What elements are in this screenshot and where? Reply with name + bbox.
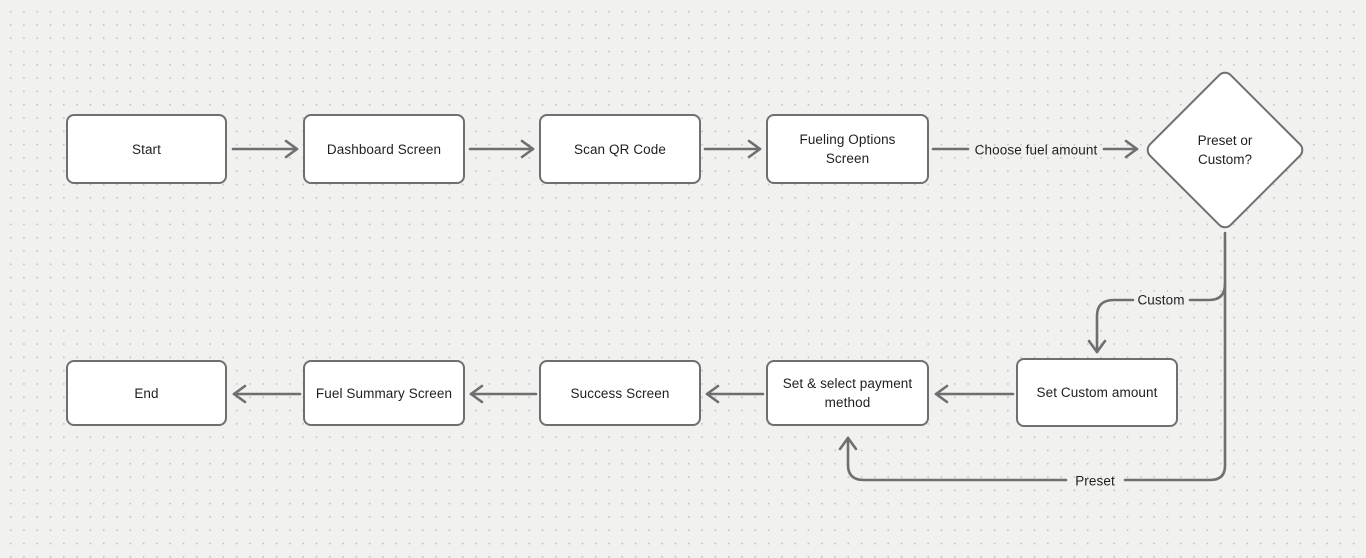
node-scan-qr-code[interactable]: Scan QR Code [539, 114, 701, 184]
node-set-custom-amount[interactable]: Set Custom amount [1016, 358, 1178, 427]
node-end[interactable]: End [66, 360, 227, 426]
node-dashboard-screen-label: Dashboard Screen [326, 141, 442, 157]
edge-label-custom: Custom [1137, 292, 1185, 308]
node-dashboard-screen[interactable]: Dashboard Screen [303, 114, 465, 184]
node-set-select-payment-method[interactable]: Set & select payment method [766, 360, 929, 426]
edge-label-preset: Preset [1075, 473, 1115, 489]
node-fueling-options-screen[interactable]: Fueling Options Screen [766, 114, 929, 184]
node-set-custom-amount-label: Set Custom amount [1036, 385, 1158, 400]
node-fuel-summary-screen-label: Fuel Summary Screen [315, 385, 453, 401]
node-success-screen-label: Success Screen [570, 385, 670, 401]
edge-decision-custom-a [1188, 282, 1227, 302]
node-fuel-summary-screen[interactable]: Fuel Summary Screen [303, 360, 465, 426]
node-start-label: Start [131, 141, 161, 157]
node-end-label: End [134, 385, 159, 401]
edge-decision-preset-a [1123, 231, 1227, 482]
node-fueling-options-screen-label: Fueling Options Screen [799, 132, 896, 166]
node-success-screen[interactable]: Success Screen [539, 360, 701, 426]
node-start[interactable]: Start [66, 114, 227, 184]
edge-decision-custom-b [1087, 298, 1135, 354]
edge-decision-preset-b [838, 436, 1068, 482]
node-scan-qr-code-label: Scan QR Code [574, 141, 666, 157]
node-preset-or-custom-label: Preset or Custom? [1197, 133, 1253, 167]
node-set-select-payment-method-label: Set & select payment method [782, 376, 913, 410]
edge-label-choose-fuel-amount: Choose fuel amount [974, 142, 1098, 158]
